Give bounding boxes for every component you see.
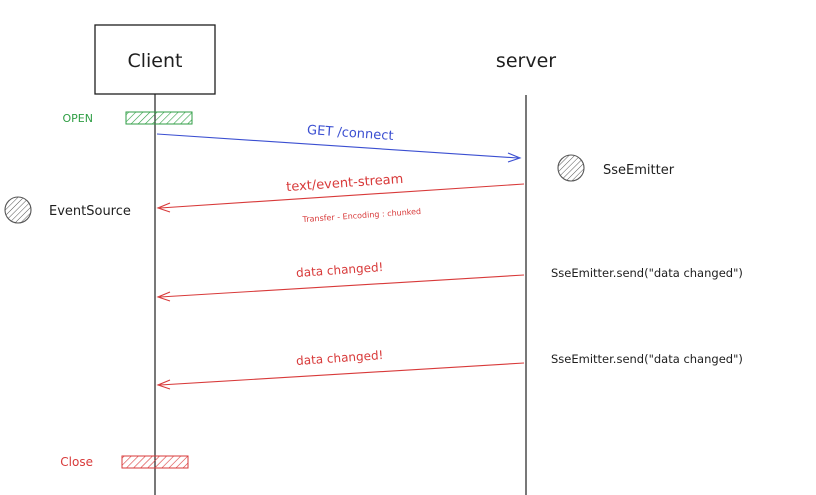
message-data-changed-1-arrow	[159, 274, 525, 298]
server-participant-label: server	[496, 50, 556, 72]
message-event-stream-arrowhead	[156, 202, 171, 213]
sse-emitter-label: SseEmitter	[603, 163, 675, 178]
client-participant-box	[94, 24, 216, 95]
close-state-label: Close	[60, 455, 93, 469]
message-event-stream-sublabel: Transfer - Encoding : chunked	[301, 207, 421, 224]
message-get-connect-label: GET /connect	[307, 123, 394, 144]
event-source-circle-icon	[4, 196, 32, 224]
message-get-connect-arrowhead	[507, 152, 522, 163]
message-event-stream-label: text/event-stream	[286, 172, 404, 195]
server-note-send-1: SseEmitter.send("data changed")	[551, 266, 743, 280]
message-data-changed-1-label: data changed!	[296, 260, 384, 280]
message-event-stream-arrow	[159, 183, 525, 209]
client-participant-label: Client	[127, 50, 182, 72]
message-data-changed-2-arrowhead	[156, 379, 171, 390]
message-data-changed-1-arrowhead	[156, 291, 171, 302]
event-source-label: EventSource	[49, 204, 131, 219]
server-note-send-2: SseEmitter.send("data changed")	[551, 352, 743, 366]
message-data-changed-2-label: data changed!	[296, 348, 384, 368]
close-state-bar	[121, 455, 189, 469]
sse-emitter-circle-icon	[557, 154, 585, 182]
message-get-connect-arrow	[156, 133, 519, 159]
open-state-bar	[125, 111, 193, 125]
open-state-label: OPEN	[63, 112, 93, 125]
message-data-changed-2-arrow	[159, 362, 525, 386]
